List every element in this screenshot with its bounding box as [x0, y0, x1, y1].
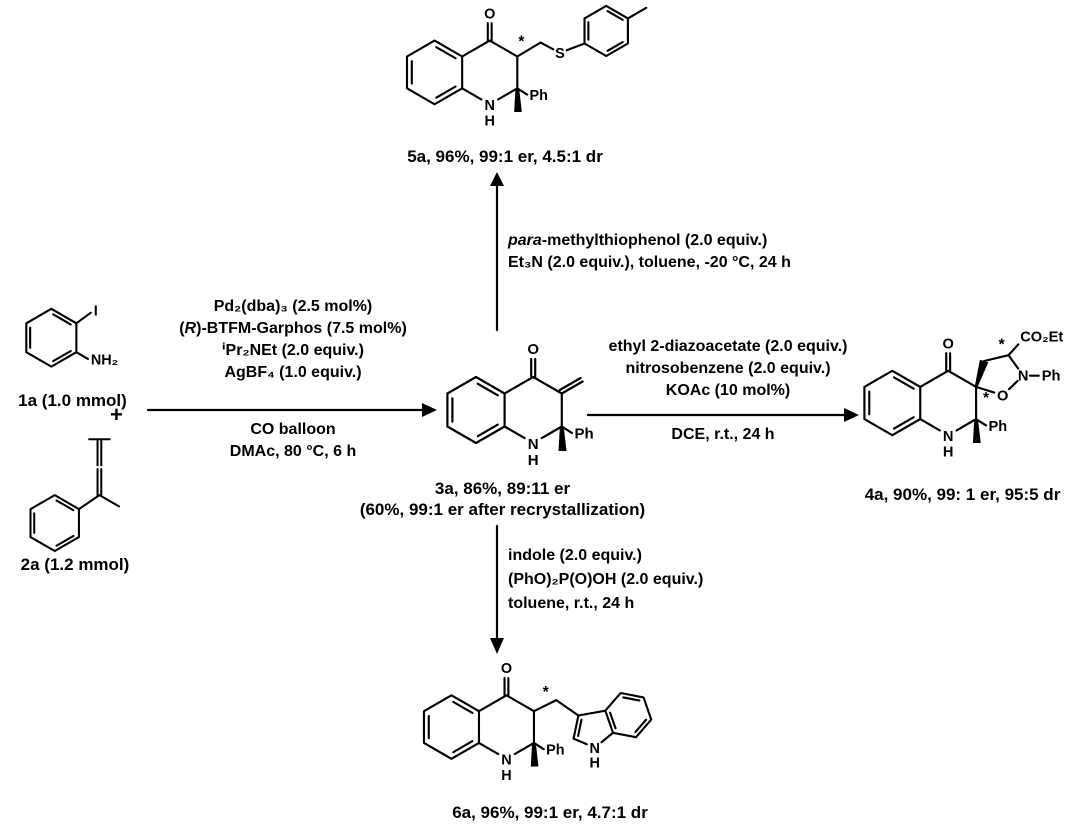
- structure-1a: I NH₂: [25, 304, 118, 369]
- right-arrow-conditions-above: ethyl 2-diazoacetate (2.0 equiv.) nitros…: [578, 336, 878, 402]
- atom-label-iodine: I: [94, 304, 98, 320]
- atom-label-sulfur: S: [555, 46, 565, 62]
- main-arrow-conditions-below: CO balloon DMAc, 80 °C, 6 h: [152, 419, 434, 463]
- plus-sign: +: [110, 402, 123, 427]
- caption-2a: 2a (1.2 mmol): [20, 555, 130, 574]
- atom-label-indole-h: H: [590, 755, 600, 771]
- condition-line: (R)-BTFM-Garphos (7.5 mol%): [152, 318, 434, 340]
- structure-3a-bonds: [558, 376, 584, 395]
- condition-line: ethyl 2-diazoacetate (2.0 equiv.): [608, 338, 848, 355]
- stereocenter-star: *: [543, 684, 549, 701]
- atom-label-amine: NH₂: [91, 353, 118, 369]
- right-arrow-conditions-below: DCE, r.t., 24 h: [578, 424, 868, 446]
- condition-line: CO balloon: [250, 421, 336, 438]
- structure-4a: O N Ph CO₂Et * *: [863, 329, 1063, 462]
- structure-2a: [29, 438, 120, 553]
- caption-5a: 5a, 96%, 99:1 er, 4.5:1 dr: [407, 147, 603, 166]
- atom-label-ring-o: O: [997, 389, 1008, 405]
- structure-2a-bonds: [29, 438, 120, 553]
- condition-line: toluene, r.t., 24 h: [508, 595, 635, 612]
- atom-label-indole-n: N: [590, 741, 600, 757]
- condition-line: nitrosobenzene (2.0 equiv.): [625, 360, 831, 377]
- quinolinone-core-use: [422, 660, 566, 786]
- caption-3a-line2: (60%, 99:1 er after recrystallization): [359, 500, 646, 519]
- atom-label-n-phenyl: Ph: [1042, 369, 1061, 385]
- condition-line: ⁱPr₂NEt (2.0 equiv.): [222, 342, 364, 359]
- condition-line: Et₃N (2.0 equiv.), toluene, -20 °C, 24 h: [508, 254, 791, 271]
- arrow-up: [490, 172, 504, 332]
- up-arrow-conditions: para-methylthiophenol (2.0 equiv.) Et₃N …: [508, 230, 868, 274]
- reagent-text: -methylthiophenol (2.0 equiv.): [541, 232, 768, 249]
- caption-3a-line1: 3a, 86%, 89:11 er: [434, 479, 571, 498]
- caption-1a: 1a (1.0 mmol): [18, 391, 127, 410]
- arrow-main-head: [422, 403, 437, 417]
- quinolinone-core-use: [446, 339, 595, 471]
- structure-4a-bonds: [974, 343, 1040, 394]
- arrow-right-head: [844, 408, 859, 422]
- reagent-italic: para: [508, 232, 542, 249]
- reagent-text: (: [179, 320, 185, 337]
- caption-3a: 3a, 86%, 89:11 er (60%, 99:1 er after re…: [330, 478, 675, 520]
- condition-line: DCE, r.t., 24 h: [671, 426, 775, 443]
- arrow-down: [490, 524, 504, 654]
- atom-label-ester: CO₂Et: [1020, 329, 1063, 345]
- caption-6a: 6a, 96%, 99:1 er, 4.7:1 dr: [452, 803, 648, 822]
- stereocenter-star: *: [999, 336, 1006, 353]
- structure-5a: S *: [405, 4, 648, 131]
- condition-line: (PhO)₂P(O)OH (2.0 equiv.): [508, 571, 704, 588]
- condition-line: para-methylthiophenol (2.0 equiv.): [508, 230, 868, 252]
- spiro-wedge-bond: [974, 359, 989, 388]
- structure-6a-bonds: [532, 691, 653, 746]
- structure-5a-bonds: [516, 4, 648, 58]
- reagent-italic: R: [184, 320, 197, 337]
- condition-line: Pd₂(dba)₃ (2.5 mol%): [213, 298, 373, 315]
- reagent-text: )-BTFM-Garphos (7.5 mol%): [196, 320, 407, 337]
- condition-line: indole (2.0 equiv.): [508, 547, 642, 564]
- condition-line: AgBF₄ (1.0 equiv.): [224, 364, 362, 381]
- quinolinone-core-use: [405, 5, 550, 131]
- condition-line: KOAc (10 mol%): [665, 382, 791, 399]
- arrow-down-head: [490, 638, 504, 654]
- condition-line: DMAc, 80 °C, 6 h: [229, 443, 357, 460]
- stereocenter-star: *: [518, 33, 524, 50]
- structure-6a: N H *: [422, 660, 653, 786]
- stereocenter-star: *: [983, 390, 990, 407]
- arrow-right: [586, 408, 859, 422]
- atom-label-isoxazolidine-n: N: [1018, 369, 1029, 385]
- caption-4a: 4a, 90%, 99: 1 er, 95:5 dr: [864, 485, 1061, 504]
- main-arrow-conditions-above: Pd₂(dba)₃ (2.5 mol%) (R)-BTFM-Garphos (7…: [152, 296, 434, 384]
- structure-1a-bonds: [25, 307, 92, 368]
- structure-3a: [446, 339, 595, 471]
- arrow-up-head: [490, 172, 504, 186]
- arrow-main: [146, 403, 437, 417]
- down-arrow-conditions: indole (2.0 equiv.) (PhO)₂P(O)OH (2.0 eq…: [508, 544, 838, 616]
